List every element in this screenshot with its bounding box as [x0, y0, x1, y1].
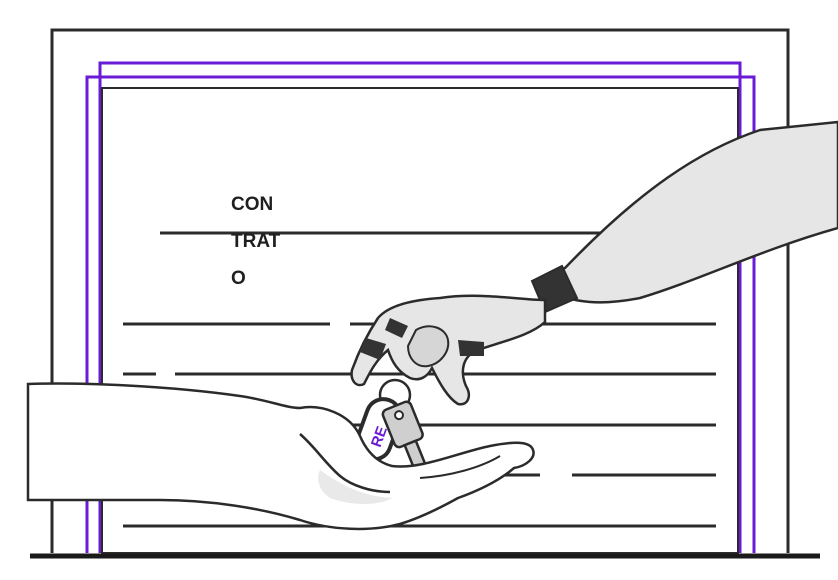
robot-thumb [406, 325, 450, 368]
contract-title: CON TRAT O [231, 186, 301, 297]
outer-frame [50, 28, 790, 553]
robot-finger-band-2 [385, 318, 408, 338]
human-thumb-crease [299, 433, 391, 494]
robot-finger-band-1 [360, 338, 386, 360]
human-palm-shadow [318, 470, 392, 504]
human-hand-outline [26, 382, 535, 531]
key-hole [394, 410, 405, 421]
contract-title-line-2: TRAT [231, 231, 281, 252]
human-finger-line [419, 455, 501, 479]
contract-title-line-3: O [231, 268, 246, 289]
purple-frame-back [98, 61, 742, 553]
contract-title-line-1: CON [231, 194, 274, 215]
keychain-tag-text: RE [368, 424, 391, 449]
human-hand [26, 382, 535, 531]
robot-finger-band-3 [458, 340, 484, 356]
purple-frame-front [85, 75, 756, 553]
robot-hand [350, 120, 838, 406]
